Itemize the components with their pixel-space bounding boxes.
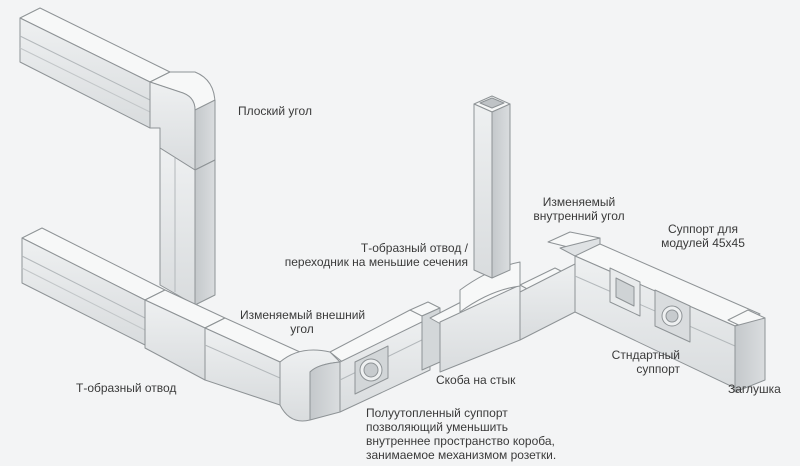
tee-adapter — [429, 95, 521, 373]
label-adjustable-outer-corner: Изменяемый внешний угол — [240, 308, 366, 336]
label-tee-adapter: Т-образный отвод / переходник на меньшие… — [284, 241, 468, 269]
lower-duct — [21, 227, 166, 346]
label-standard-support: Стндартный суппорт — [611, 348, 680, 376]
label-tee-branch: Т-образный отвод — [76, 381, 177, 395]
label-semi-flush-support: Полуутопленный суппорт позволяющий умень… — [366, 406, 557, 462]
upper-duct — [19, 7, 171, 129]
upper-right-duct — [519, 263, 576, 341]
label-flat-corner: Плоский угол — [238, 104, 312, 118]
outer-corner-piece — [279, 349, 341, 422]
rising-duct — [329, 309, 431, 413]
vertical-duct — [159, 147, 216, 306]
label-end-cap: Заглушка — [728, 382, 781, 396]
end-cap — [727, 309, 766, 393]
label-adjustable-inner-corner: Изменяемый внутренний угол — [533, 195, 625, 223]
label-joint-clip: Скоба на стык — [436, 373, 516, 387]
label-support-45: Суппорт для модулей 45х45 — [661, 222, 745, 250]
right-duct — [574, 243, 761, 389]
